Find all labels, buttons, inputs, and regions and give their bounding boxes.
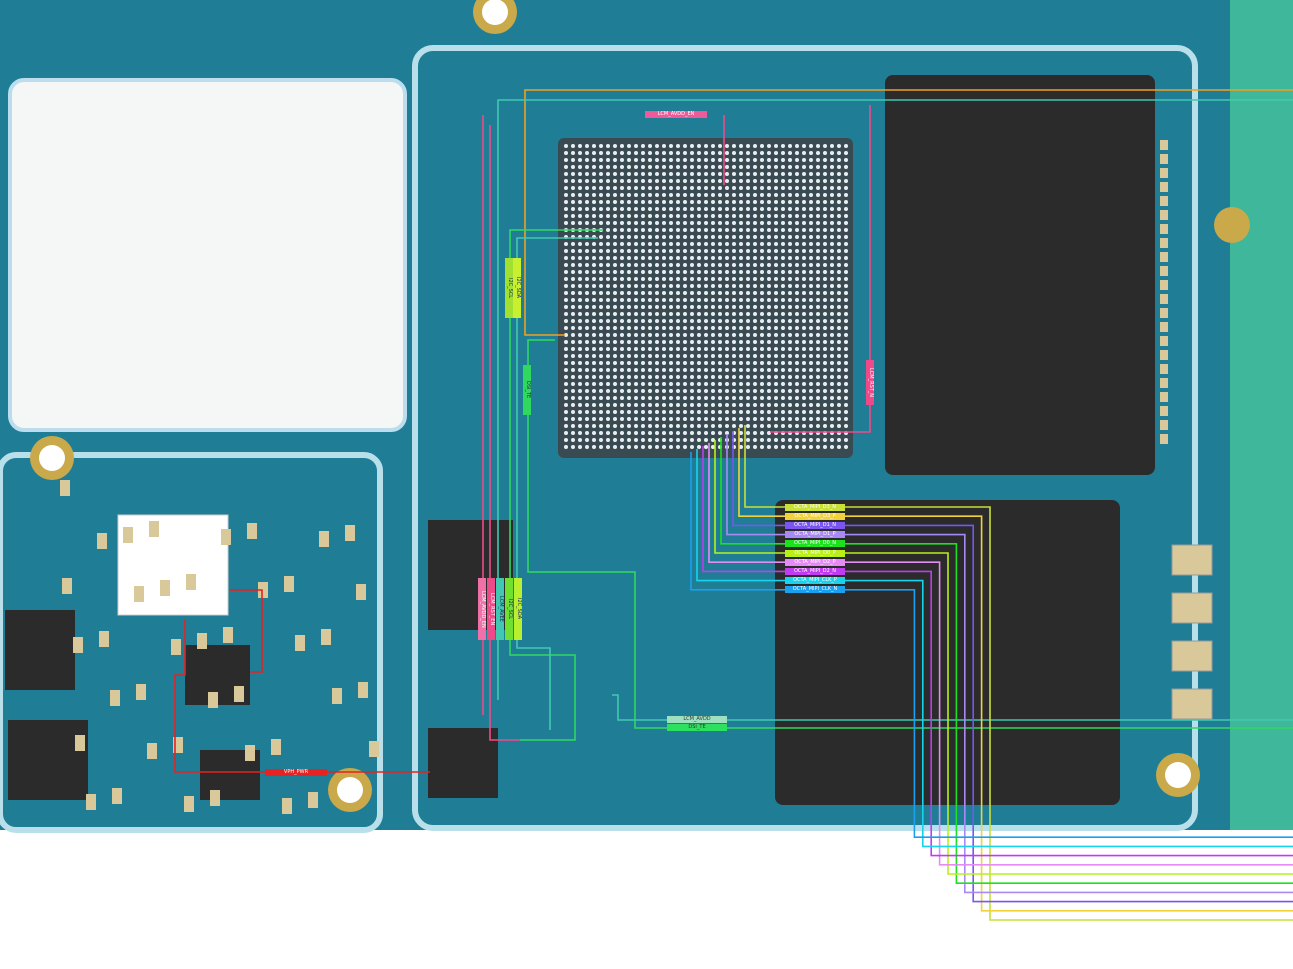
label-octa-mipi-d1-p: OCTA_MIPI_D1_P xyxy=(785,531,845,539)
trace-red-pmic xyxy=(230,589,263,673)
label-octa-mipi-clk-p: OCTA_MIPI_CLK_P xyxy=(785,577,845,585)
trace-octa_mipi_clk_n-out xyxy=(845,588,1293,839)
label-octa-mipi-d2-n: OCTA_MIPI_D2_N xyxy=(785,567,845,575)
trace-octa_mipi_d2_p-out xyxy=(845,561,1293,866)
trace-octa_mipi_d1_n xyxy=(732,431,785,527)
trace-teal xyxy=(516,237,598,730)
trace-octa_mipi_d3_p xyxy=(738,428,785,518)
trace-octa_mipi_d0_p-out xyxy=(845,552,1293,875)
inductor xyxy=(428,728,498,798)
trace-octa_mipi_d1_p-out xyxy=(845,533,1293,894)
trace-octa_mipi_clk_p xyxy=(696,449,785,582)
trace-pink-left-2 xyxy=(489,125,520,741)
label-i2c-scl-top: I2C_SCL xyxy=(505,258,513,318)
trace-octa_mipi_d3_n xyxy=(744,425,785,508)
label-lcm-avee-v: LCM_AVEE xyxy=(496,578,504,640)
trace-octa_mipi_d2_n-out xyxy=(845,570,1293,857)
label-i2c-sda-v: I2C_SDA xyxy=(514,578,522,640)
trace-octa_mipi_d2_n xyxy=(702,446,785,573)
label-octa-mipi-d1-n: OCTA_MIPI_D1_N xyxy=(785,521,845,529)
label-octa-mipi-clk-n: OCTA_MIPI_CLK_N xyxy=(785,586,845,594)
trace-octa_mipi_d0_n xyxy=(720,437,785,545)
trace-orange xyxy=(524,89,1293,336)
label-lcm-rst-n: LCM_RST_N xyxy=(866,360,874,405)
trace-octa_mipi_d1_p xyxy=(726,434,785,536)
trace-dsi-te xyxy=(527,339,1293,729)
trace-octa_mipi_d1_n-out xyxy=(845,524,1293,903)
trace-green xyxy=(509,229,603,741)
label-lcm-avdd-en: LCM_AVDD_EN xyxy=(645,111,707,118)
trace-vph-pwr xyxy=(174,620,430,773)
label-i2c-scl-v: I2C_SCL xyxy=(505,578,513,640)
label-octa-mipi-d3-p: OCTA_MIPI_D3_P xyxy=(785,512,845,520)
trace-lcm-avdd xyxy=(612,694,1293,721)
trace-teal-top xyxy=(497,99,1293,700)
label-octa-mipi-d0-n: OCTA_MIPI_D0_N xyxy=(785,540,845,548)
label-dsi-te: DSI_TE xyxy=(667,724,727,731)
memory-chip xyxy=(885,75,1155,475)
label-octa-mipi-d2-p: OCTA_MIPI_D2_P xyxy=(785,558,845,566)
trace-octa_mipi_d2_p xyxy=(708,443,785,564)
soc-bga xyxy=(558,138,853,458)
label-lcm-avdd-en-v: LCM_AVDD_EN xyxy=(478,578,486,640)
trace-octa_mipi_d3_n-out xyxy=(845,506,1293,921)
trace-octa_mipi_d3_p-out xyxy=(845,515,1293,912)
label-lcm-rst-en-v: LCM_RST_EN xyxy=(487,578,495,640)
label-i2c-sda-top: I2C_SDA xyxy=(513,258,521,318)
trace-octa_mipi_clk_n xyxy=(690,452,785,591)
label-octa-mipi-d0-p: OCTA_MIPI_D0_P xyxy=(785,549,845,557)
label-lcm-avdd: LCM_AVDD xyxy=(667,716,727,723)
label-vph-pwr: VPH_PWR xyxy=(265,769,327,776)
label-octa-mipi-d3-n: OCTA_MIPI_D3_N xyxy=(785,503,845,511)
trace-lcm-rst-n xyxy=(770,105,871,433)
label-dsi-te-vertical: DSI_TE xyxy=(523,365,531,415)
trace-octa_mipi_d0_p xyxy=(714,440,785,554)
trace-octa_mipi_d0_n-out xyxy=(845,542,1293,885)
trace-octa_mipi_clk_p-out xyxy=(845,579,1293,848)
